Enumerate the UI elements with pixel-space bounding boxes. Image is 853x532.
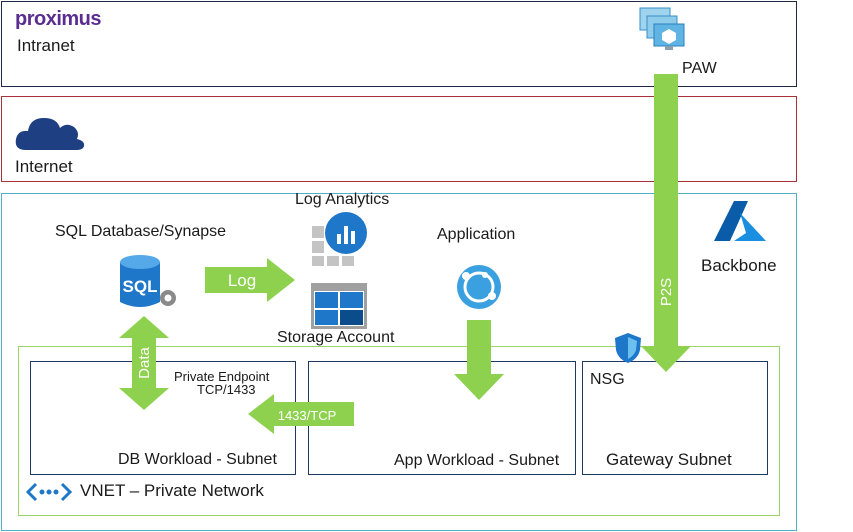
intranet-zone — [1, 1, 797, 87]
internet-zone — [1, 96, 797, 182]
storage-account-icon — [311, 283, 367, 329]
sql-label: SQL Database/Synapse — [55, 223, 227, 240]
vnet-icon — [26, 482, 72, 502]
svg-text:P2S: P2S — [658, 278, 675, 306]
gateway-subnet — [582, 361, 768, 475]
svg-text:Log: Log — [228, 271, 256, 290]
storage-label: Storage Account — [277, 329, 395, 346]
log-arrow: Log — [205, 258, 295, 302]
application-label: Application — [437, 226, 516, 243]
vnet-label: VNET – Private Network — [80, 481, 264, 500]
nsg-label: NSG — [590, 371, 625, 388]
log-analytics-icon — [312, 212, 367, 266]
cloud-icon — [15, 118, 85, 150]
app-down-arrow — [454, 320, 504, 400]
svg-text:Data: Data — [136, 347, 153, 379]
db-subnet-label: DB Workload - Subnet — [118, 451, 277, 468]
azure-zone — [1, 193, 797, 531]
proximus-logo: proximus — [15, 8, 102, 30]
app-subnet-label: App Workload - Subnet — [394, 452, 560, 469]
private-endpoint-line1: Private Endpoint — [174, 369, 270, 384]
svg-text:SQL: SQL — [123, 277, 158, 296]
vnet-zone — [18, 346, 780, 516]
gateway-subnet-label: Gateway Subnet — [606, 450, 732, 469]
paw-workstation-icon — [639, 7, 685, 50]
nsg-shield-icon — [615, 333, 641, 363]
data-arrow: Data — [119, 316, 169, 410]
application-icon — [457, 265, 501, 309]
svg-text:1433/TCP: 1433/TCP — [278, 408, 337, 423]
private-endpoint-line2: TCP/1433 — [197, 382, 256, 397]
backbone-label: Backbone — [701, 256, 777, 275]
p2s-arrow: P2S — [641, 74, 691, 372]
tcp-arrow: 1433/TCP — [248, 394, 354, 434]
sql-database-icon: SQL — [120, 255, 176, 307]
internet-label: Internet — [15, 157, 73, 176]
azure-logo-icon — [714, 201, 766, 241]
paw-label: PAW — [682, 60, 717, 77]
db-workload-subnet — [30, 361, 296, 475]
intranet-label: Intranet — [17, 36, 75, 55]
log-analytics-label: Log Analytics — [295, 191, 390, 208]
